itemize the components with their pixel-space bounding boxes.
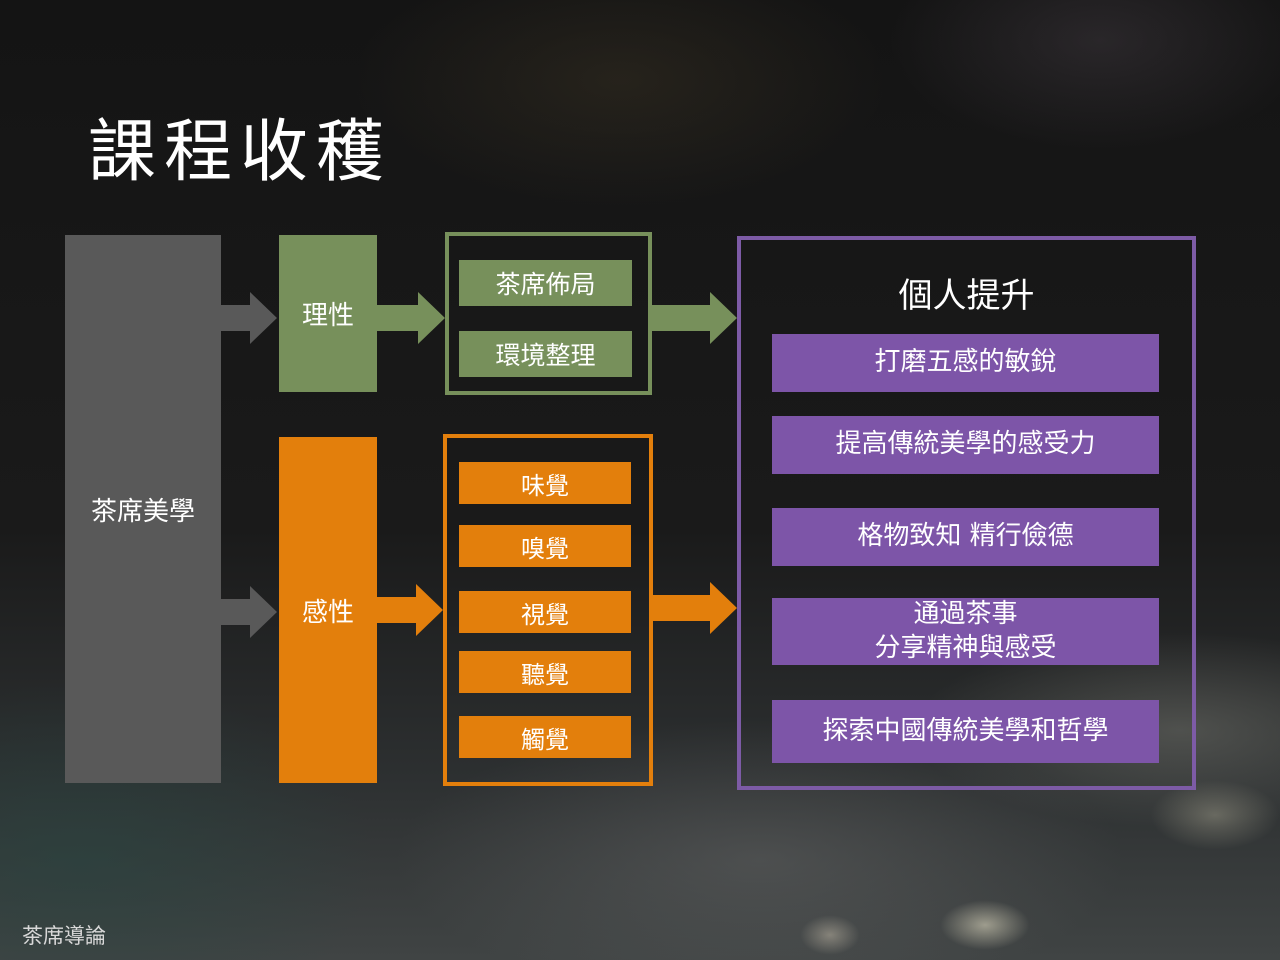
arrow-sensory-group-to-outcome	[653, 582, 737, 634]
rational-item: 環境整理	[459, 331, 632, 377]
arrow-root-to-rational	[221, 292, 277, 344]
background-blur-spot	[1150, 780, 1280, 850]
rational-items-frame	[445, 232, 652, 395]
background-blur-spot	[800, 915, 860, 955]
arrow-sensory-to-group	[377, 584, 443, 636]
page-title: 課程收穫	[88, 113, 393, 192]
footer-course-name: 茶席導論	[22, 924, 106, 948]
sensory-item: 觸覺	[459, 716, 631, 758]
sensory-items-frame	[443, 434, 653, 786]
sensory-node: 感性	[279, 437, 377, 783]
sensory-item: 嗅覺	[459, 525, 631, 567]
arrow-rational-group-to-outcome	[652, 292, 737, 344]
outcome-item: 探索中國傳統美學和哲學	[772, 700, 1159, 763]
root-node: 茶席美學	[65, 235, 221, 783]
outcome-item: 打磨五感的敏銳	[772, 334, 1159, 392]
outcome-item: 格物致知 精行儉德	[772, 508, 1159, 566]
outcome-item: 提高傳統美學的感受力	[772, 416, 1159, 474]
sensory-item: 聽覺	[459, 651, 631, 693]
outcome-heading: 個人提升	[898, 276, 1035, 316]
rational-item: 茶席佈局	[459, 260, 632, 306]
outcome-item: 通過茶事 分享精神與感受	[772, 598, 1159, 665]
rational-node: 理性	[279, 235, 377, 392]
arrow-root-to-sensory	[221, 586, 277, 638]
sensory-item: 味覺	[459, 462, 631, 504]
outcome-frame	[737, 236, 1196, 790]
background-blur-spot	[940, 900, 1030, 950]
arrow-rational-to-group	[377, 292, 445, 344]
sensory-item: 視覺	[459, 591, 631, 633]
